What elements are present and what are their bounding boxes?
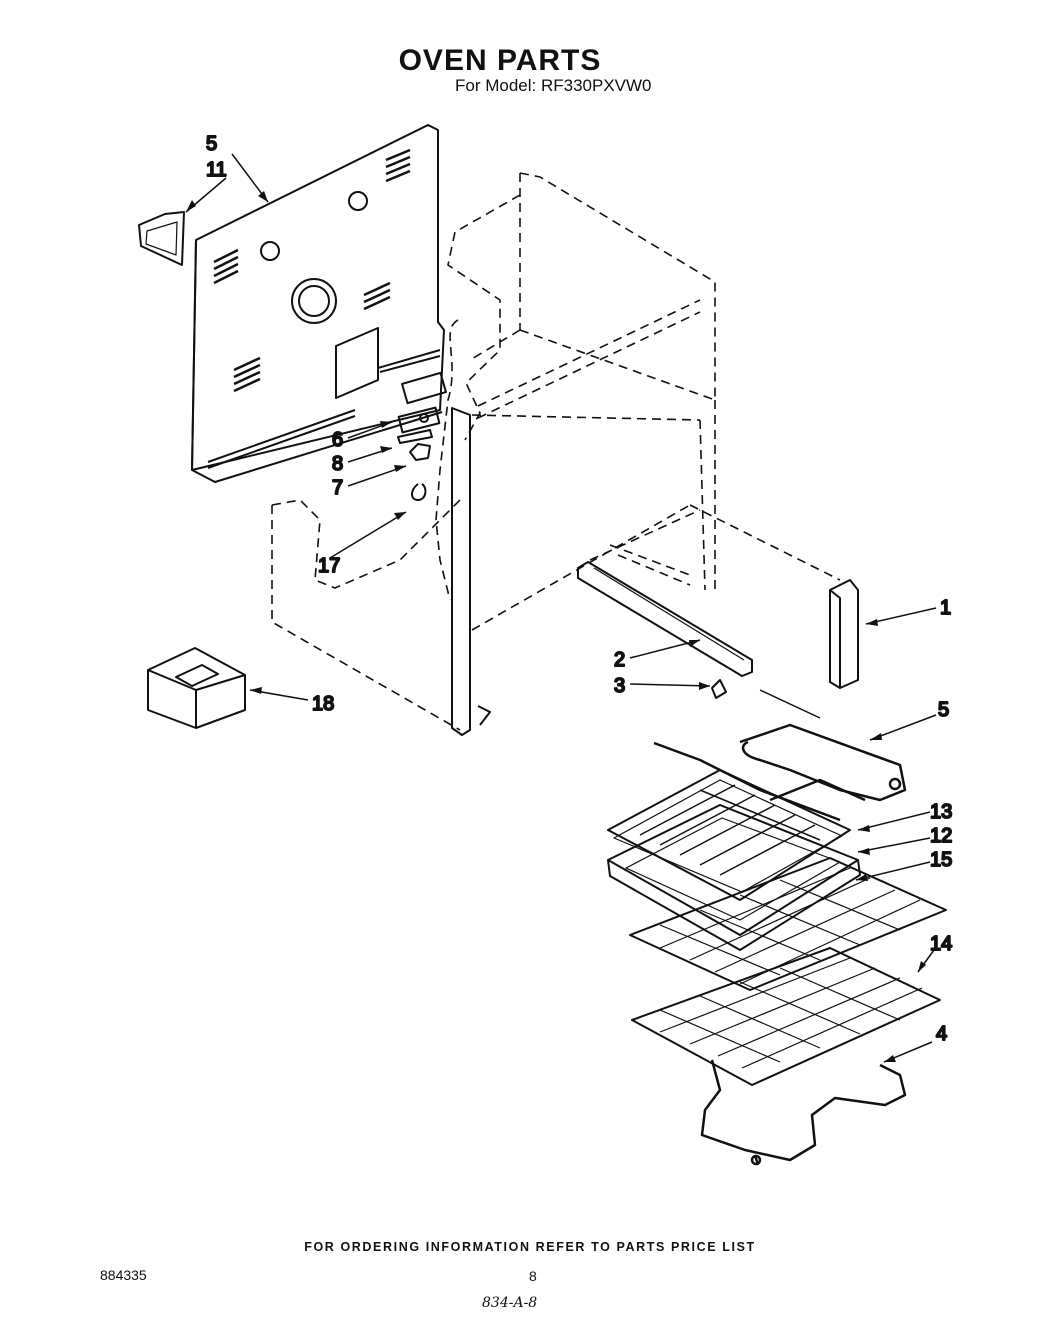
part-6-switch-block (397, 371, 447, 434)
part-11-bracket (138, 211, 185, 266)
model-subtitle: For Model: RF330PXVW0 (455, 76, 652, 95)
handwritten-code: 834-A-8 (482, 1295, 538, 1311)
part-14-oven-rack (631, 947, 941, 1086)
callout-17: 17 (318, 555, 340, 577)
part-1-trim (829, 579, 859, 689)
callout-7: 7 (332, 477, 343, 499)
document-number: 884335 (100, 1267, 147, 1283)
oven-side-panel (451, 407, 491, 736)
callout-4: 4 (936, 1023, 947, 1045)
page-number: 8 (529, 1268, 537, 1284)
callout-11: 11 (206, 159, 227, 181)
callout-8: 8 (332, 453, 343, 475)
callout-14: 14 (930, 933, 952, 955)
callout-10: 5 (206, 133, 217, 155)
page-title: OVEN PARTS (398, 44, 602, 77)
part-10-back-panel (191, 124, 445, 483)
callout-5: 5 (938, 699, 949, 721)
part-15-oven-rack (629, 857, 947, 991)
callout-12: 12 (930, 825, 952, 847)
part-18-box (147, 647, 246, 729)
part-2-rail (577, 561, 753, 677)
callout-1: 1 (940, 597, 951, 619)
ordering-note: FOR ORDERING INFORMATION REFER TO PARTS … (304, 1240, 756, 1254)
part-7-clip (409, 443, 431, 461)
callout-18: 18 (312, 693, 334, 715)
part-13-broiler-grid (607, 769, 851, 901)
callout-13: 13 (930, 801, 952, 823)
callout-2: 2 (614, 649, 625, 671)
part-17-ring (411, 483, 427, 501)
part-5-element (653, 689, 907, 822)
callout-6: 6 (332, 429, 343, 451)
leader-lines (185, 153, 937, 1063)
part-4-element (700, 1059, 907, 1166)
callout-3: 3 (614, 675, 625, 697)
part-3-clip (711, 679, 727, 699)
part-8-terminal (397, 429, 433, 444)
oven-frame-dashed (271, 172, 841, 731)
callout-15: 15 (930, 849, 952, 871)
